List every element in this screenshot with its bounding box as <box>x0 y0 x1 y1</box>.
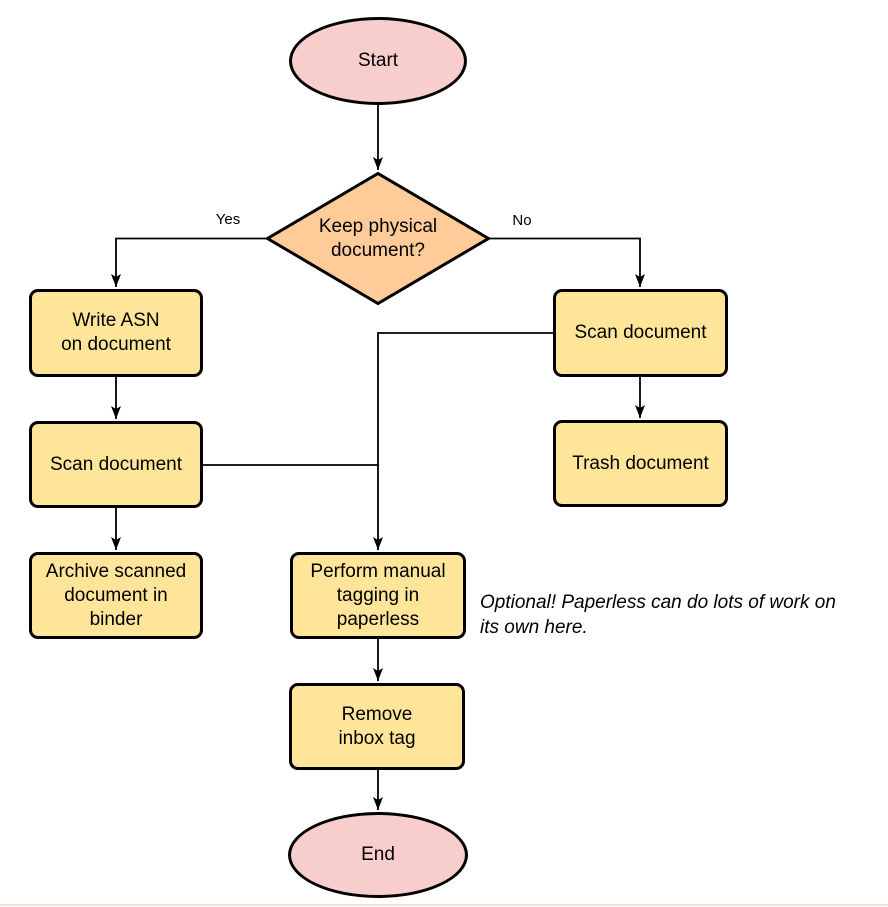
node-write-asn: Write ASN on document <box>29 289 203 377</box>
annotation-optional-note: Optional! Paperless can do lots of work … <box>480 592 836 638</box>
page-bottom-edge <box>0 904 888 906</box>
node-scan-document-right: Scan document <box>553 289 728 377</box>
edge-decision-no-to-scan-right <box>490 237 645 287</box>
node-remove-inbox-tag-label: Remove inbox tag <box>338 703 416 749</box>
node-manual-tagging-label: Perform manual tagging in paperless <box>310 560 446 630</box>
node-decision-shape <box>264 171 492 306</box>
node-archive-document-label: Archive scanned document in binder <box>45 560 187 630</box>
node-trash-document-label: Trash document <box>572 452 709 474</box>
node-remove-inbox-tag: Remove inbox tag <box>289 683 465 770</box>
edge-label-yes: Yes <box>215 211 241 228</box>
edge-scan-right-to-tagging <box>373 332 553 550</box>
node-write-asn-label: Write ASN on document <box>61 310 171 355</box>
node-trash-document: Trash document <box>553 420 728 507</box>
node-decision-label: Keep physical document? <box>318 215 438 261</box>
edge-label-no: No <box>512 212 532 229</box>
node-end: End <box>288 812 468 898</box>
node-start-label: Start <box>357 50 399 71</box>
node-scan-document-left-label: Scan document <box>49 453 183 475</box>
node-manual-tagging: Perform manual tagging in paperless <box>290 552 466 639</box>
node-archive-document: Archive scanned document in binder <box>29 552 203 639</box>
node-start: Start <box>289 17 467 105</box>
node-scan-document-right-label: Scan document <box>574 322 707 343</box>
edge-decision-yes-to-write-asn <box>111 237 266 287</box>
node-decision: Keep physical document? <box>266 172 490 305</box>
node-scan-document-left: Scan document <box>29 421 203 508</box>
node-end-label: End <box>361 844 395 865</box>
